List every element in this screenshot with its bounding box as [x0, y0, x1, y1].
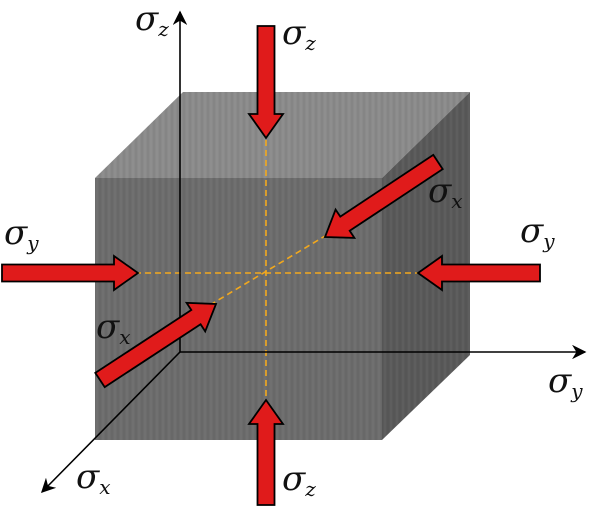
cube — [95, 92, 470, 440]
label-arrow-front-x-symbol: σ — [96, 307, 120, 347]
label-arrow-bottom-symbol: σ — [282, 459, 306, 499]
label-axis-y-sub: y — [570, 379, 583, 403]
arrow-back-x — [323, 153, 444, 239]
label-axis-x-symbol: σ — [76, 457, 100, 497]
label-axis-y-symbol: σ — [548, 361, 572, 401]
label-arrow-right: σy — [520, 211, 555, 253]
guide-lines — [135, 140, 420, 400]
label-arrow-front-x: σx — [96, 307, 131, 349]
arrow-front-x — [94, 301, 218, 389]
label-arrow-left-sub: y — [26, 231, 39, 255]
arrow-bottom-z — [247, 398, 285, 506]
label-arrow-top-symbol: σ — [282, 13, 306, 53]
label-arrow-left: σy — [4, 213, 39, 255]
label-arrow-bottom: σz — [282, 459, 316, 501]
arrow-left-y — [1, 254, 140, 292]
label-arrow-top-sub: z — [304, 31, 316, 55]
arrow-top-z — [247, 25, 285, 140]
label-axis-y: σy — [548, 361, 583, 403]
cube-top-face-grain — [95, 92, 470, 178]
label-arrow-back-x: σx — [428, 171, 463, 213]
label-axis-z-symbol: σ — [135, 0, 159, 39]
label-arrow-back-x-sub: x — [451, 189, 462, 213]
label-arrow-front-x-sub: x — [119, 325, 130, 349]
axes — [40, 10, 587, 494]
label-axis-z: σz — [135, 0, 169, 41]
stress-arrows — [1, 25, 541, 506]
label-axis-x-sub: x — [99, 475, 110, 499]
label-arrow-top: σz — [282, 13, 316, 55]
guide-line-diagonal — [209, 235, 326, 306]
label-arrow-right-sub: y — [542, 229, 555, 253]
axis-x-line — [40, 351, 181, 494]
labels: σz σz σx σy σy σx σy σz σx — [4, 0, 583, 501]
label-arrow-back-x-symbol: σ — [428, 171, 452, 211]
label-arrow-right-symbol: σ — [520, 211, 544, 251]
label-axis-z-sub: z — [157, 17, 169, 41]
label-arrow-bottom-sub: z — [304, 477, 316, 501]
label-arrow-left-symbol: σ — [4, 213, 28, 253]
arrow-right-y — [416, 254, 541, 292]
label-axis-x: σx — [76, 457, 111, 499]
